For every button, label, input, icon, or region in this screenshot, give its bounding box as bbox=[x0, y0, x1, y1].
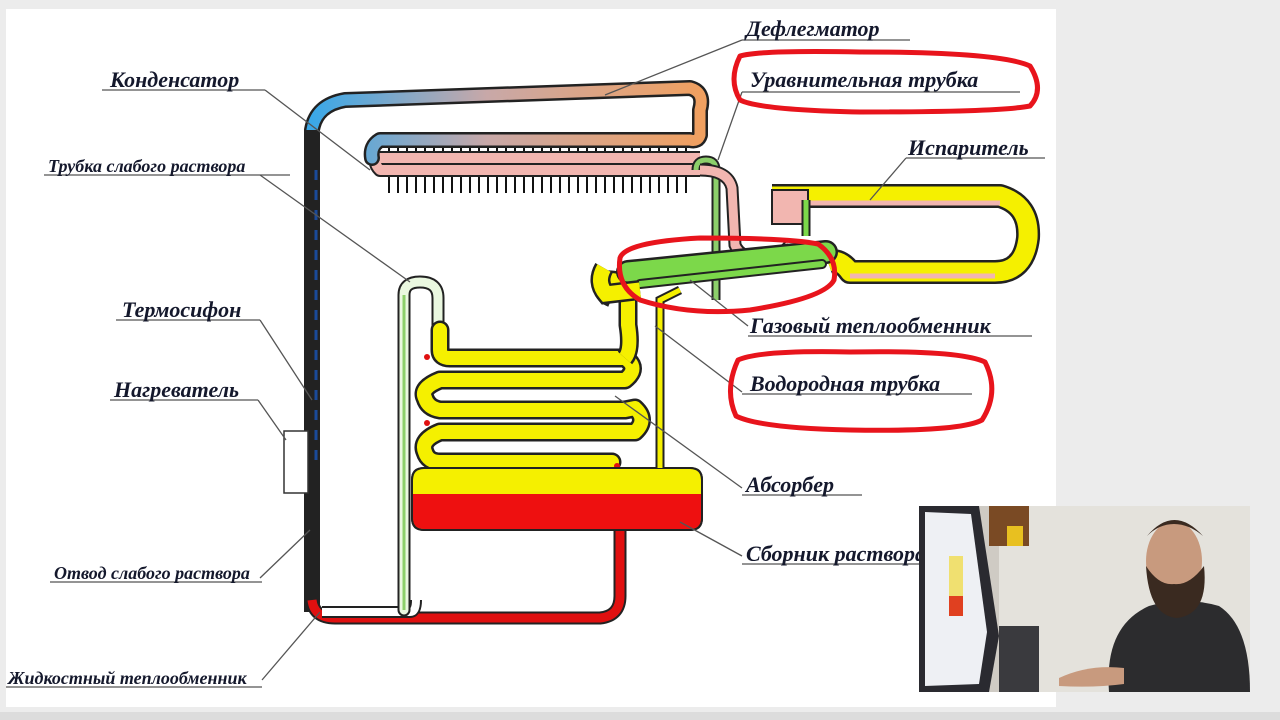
label-evaporator: Испаритель bbox=[907, 135, 1029, 160]
label-hydrogen-tube: Водородная трубка bbox=[749, 371, 940, 396]
label-weak-solution-outlet: Отвод слабого раствора bbox=[54, 563, 250, 583]
label-heater: Нагреватель bbox=[113, 377, 239, 402]
label-underlines bbox=[6, 39, 1045, 688]
monitor-icon bbox=[919, 506, 999, 692]
heater bbox=[283, 430, 309, 494]
label-weak-solution-tube: Трубка слабого раствора bbox=[48, 156, 245, 176]
label-gas-heat-exchanger: Газовый теплообменник bbox=[749, 313, 992, 338]
webcam-overlay bbox=[919, 506, 1250, 692]
label-equalizing-tube: Уравнительная трубка bbox=[750, 67, 978, 92]
solution-collector bbox=[411, 467, 703, 531]
highlight-marks bbox=[616, 49, 1040, 433]
label-absorber: Абсорбер bbox=[744, 472, 834, 497]
label-deflegmator: Дефлегматор bbox=[744, 16, 880, 41]
label-thermosiphon: Термосифон bbox=[122, 297, 241, 322]
label-liquid-heat-exchanger: Жидкостный теплообменник bbox=[6, 668, 248, 688]
leader-lines bbox=[257, 39, 907, 681]
taskbar-strip bbox=[0, 712, 1280, 720]
person-icon bbox=[1059, 520, 1250, 692]
label-condenser: Конденсатор bbox=[109, 67, 239, 92]
label-solution-collector: Сборник раствора bbox=[746, 541, 926, 566]
